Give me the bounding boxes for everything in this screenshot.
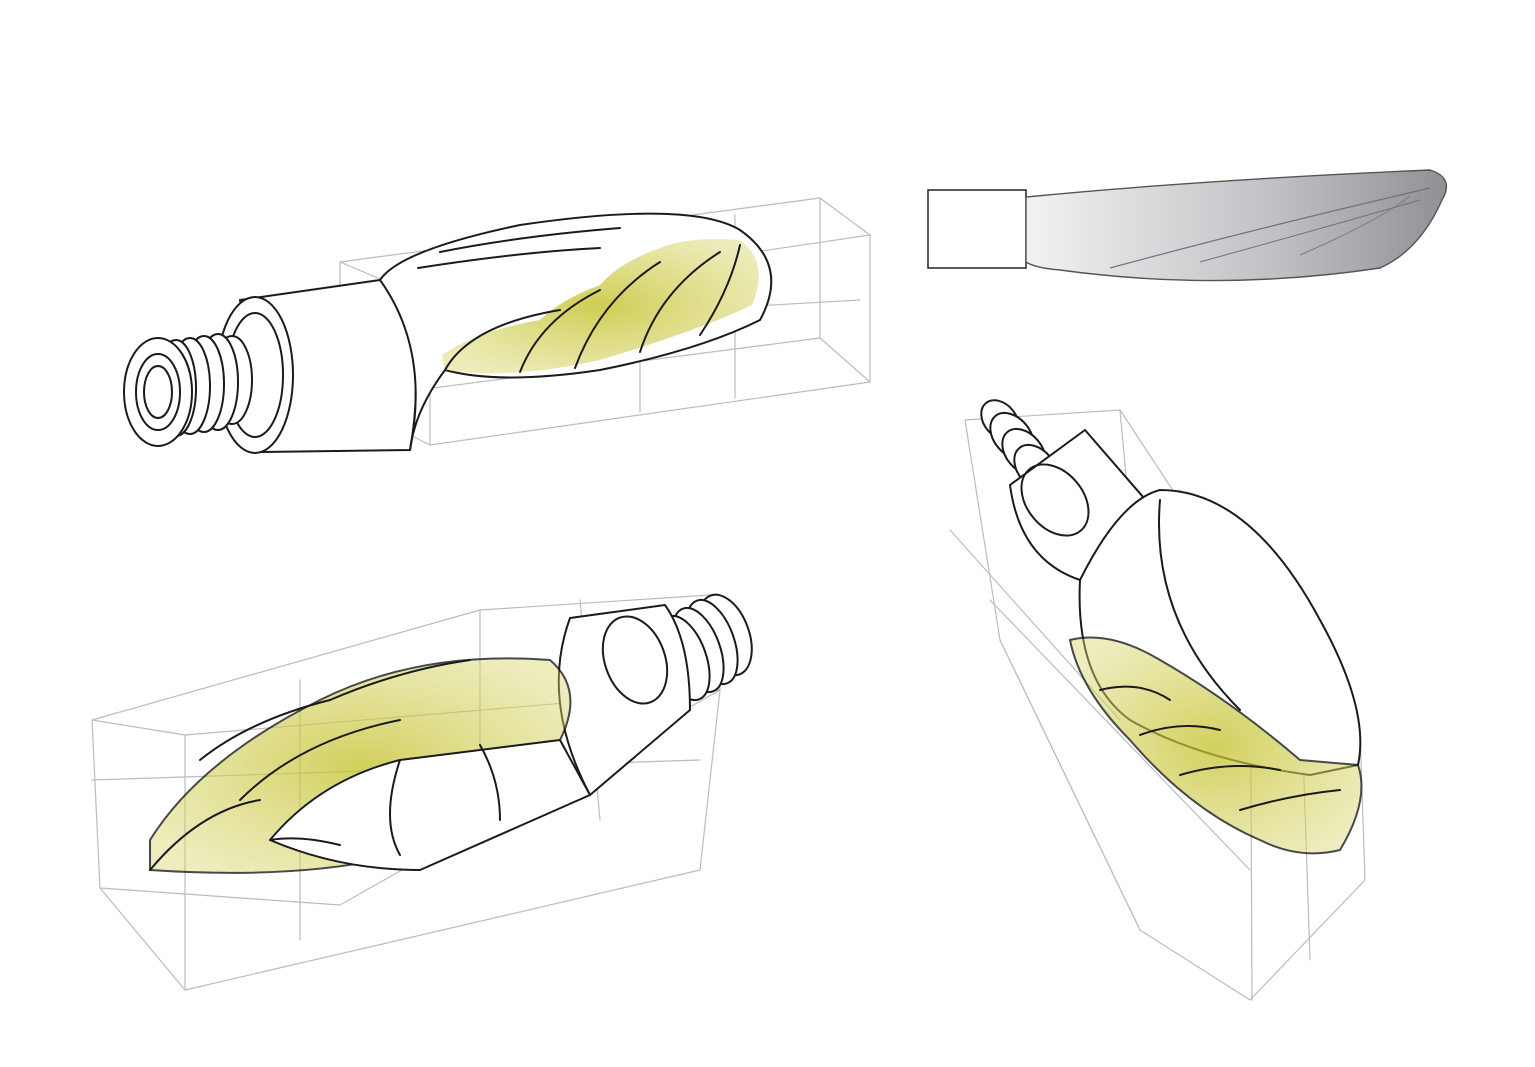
twisted-point — [149, 657, 591, 874]
diagonal-blade — [1068, 489, 1363, 855]
view-bottom-right — [949, 399, 1366, 1001]
view-bottom-left — [91, 593, 753, 991]
side-blade — [1025, 169, 1448, 282]
handle-block — [927, 189, 1027, 269]
spiral-blade — [379, 212, 773, 451]
thread-rings — [123, 333, 253, 447]
handle-cylinder — [557, 604, 691, 796]
view-top-left — [123, 197, 871, 454]
view-top-right — [927, 169, 1448, 282]
